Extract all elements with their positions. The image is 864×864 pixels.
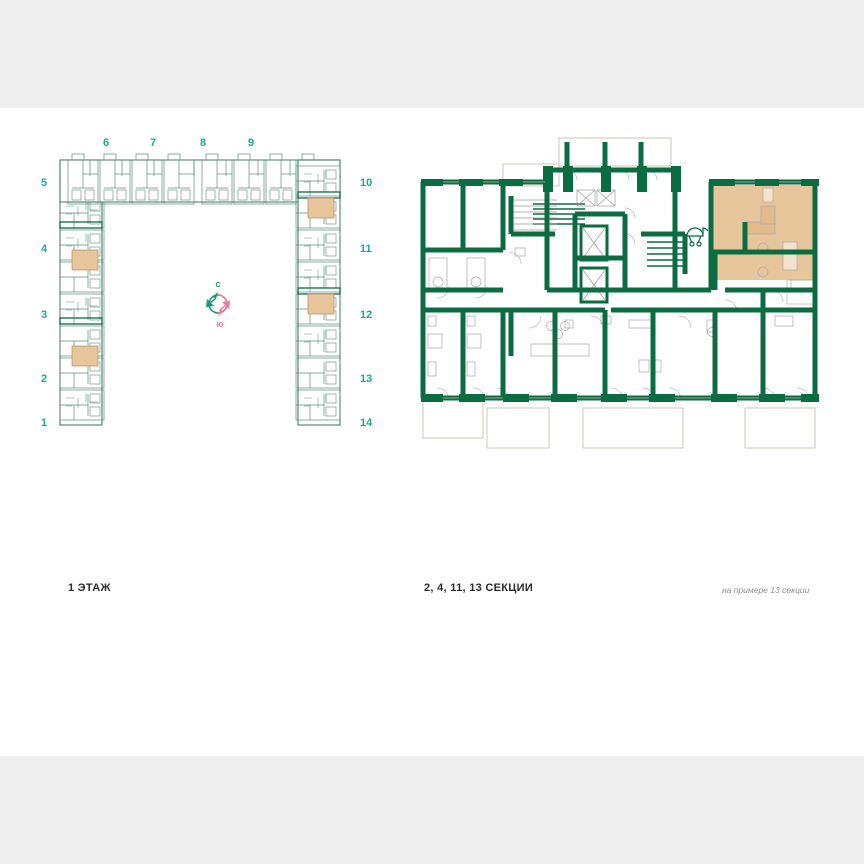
section-label-10[interactable]: 10: [360, 177, 372, 189]
right-wing: [295, 159, 341, 426]
highlighted-unit[interactable]: [307, 197, 335, 219]
top-margin-band: [0, 0, 864, 108]
balcony-outlines: [422, 137, 818, 449]
left-plan-caption: 1 ЭТАЖ: [68, 582, 111, 594]
highlighted-unit[interactable]: [71, 345, 99, 367]
baby-stroller-icon: [686, 227, 709, 247]
compass-north-arrow: [206, 292, 218, 307]
right-floor-plan[interactable]: [415, 130, 835, 470]
section-label-5[interactable]: 5: [41, 177, 47, 189]
wall-piers: [421, 166, 819, 402]
section-label-9[interactable]: 9: [248, 137, 254, 149]
section-label-8[interactable]: 8: [200, 137, 206, 149]
fixtures-layer: [427, 187, 816, 377]
section-label-3[interactable]: 3: [41, 309, 47, 321]
section-label-14[interactable]: 14: [360, 417, 373, 429]
bottom-margin-band: [0, 756, 864, 864]
elevator-lobby-grid: [576, 189, 616, 207]
top-wing: [59, 153, 341, 205]
right-plan-caption: 2, 4, 11, 13 СЕКЦИИ: [424, 582, 534, 594]
section-label-4[interactable]: 4: [41, 243, 48, 255]
section-label-13[interactable]: 13: [360, 373, 372, 385]
section-label-1[interactable]: 1: [41, 417, 47, 429]
compass-north-label: С: [215, 282, 220, 289]
compass-south-arrow: [218, 301, 230, 316]
highlighted-unit[interactable]: [71, 249, 99, 271]
highlighted-unit[interactable]: [307, 293, 335, 315]
section-number-labels: 5 4 3 2 1 6 7 8 9 10 11 12 13 14: [41, 137, 373, 429]
section-label-12[interactable]: 12: [360, 309, 372, 321]
compass-south-label: Ю: [216, 322, 223, 329]
left-floor-plan[interactable]: 5 4 3 2 1 6 7 8 9 10 11 12 13 14: [30, 130, 400, 470]
section-label-2[interactable]: 2: [41, 373, 47, 385]
compass-rose: С Ю: [206, 282, 230, 329]
section-label-11[interactable]: 11: [360, 243, 372, 255]
window-lines: [443, 181, 801, 399]
section-label-6[interactable]: 6: [103, 137, 109, 149]
right-plan-note: на примере 13 секции: [722, 585, 810, 595]
elevator-shafts: [576, 189, 616, 304]
section-label-7[interactable]: 7: [150, 137, 156, 149]
